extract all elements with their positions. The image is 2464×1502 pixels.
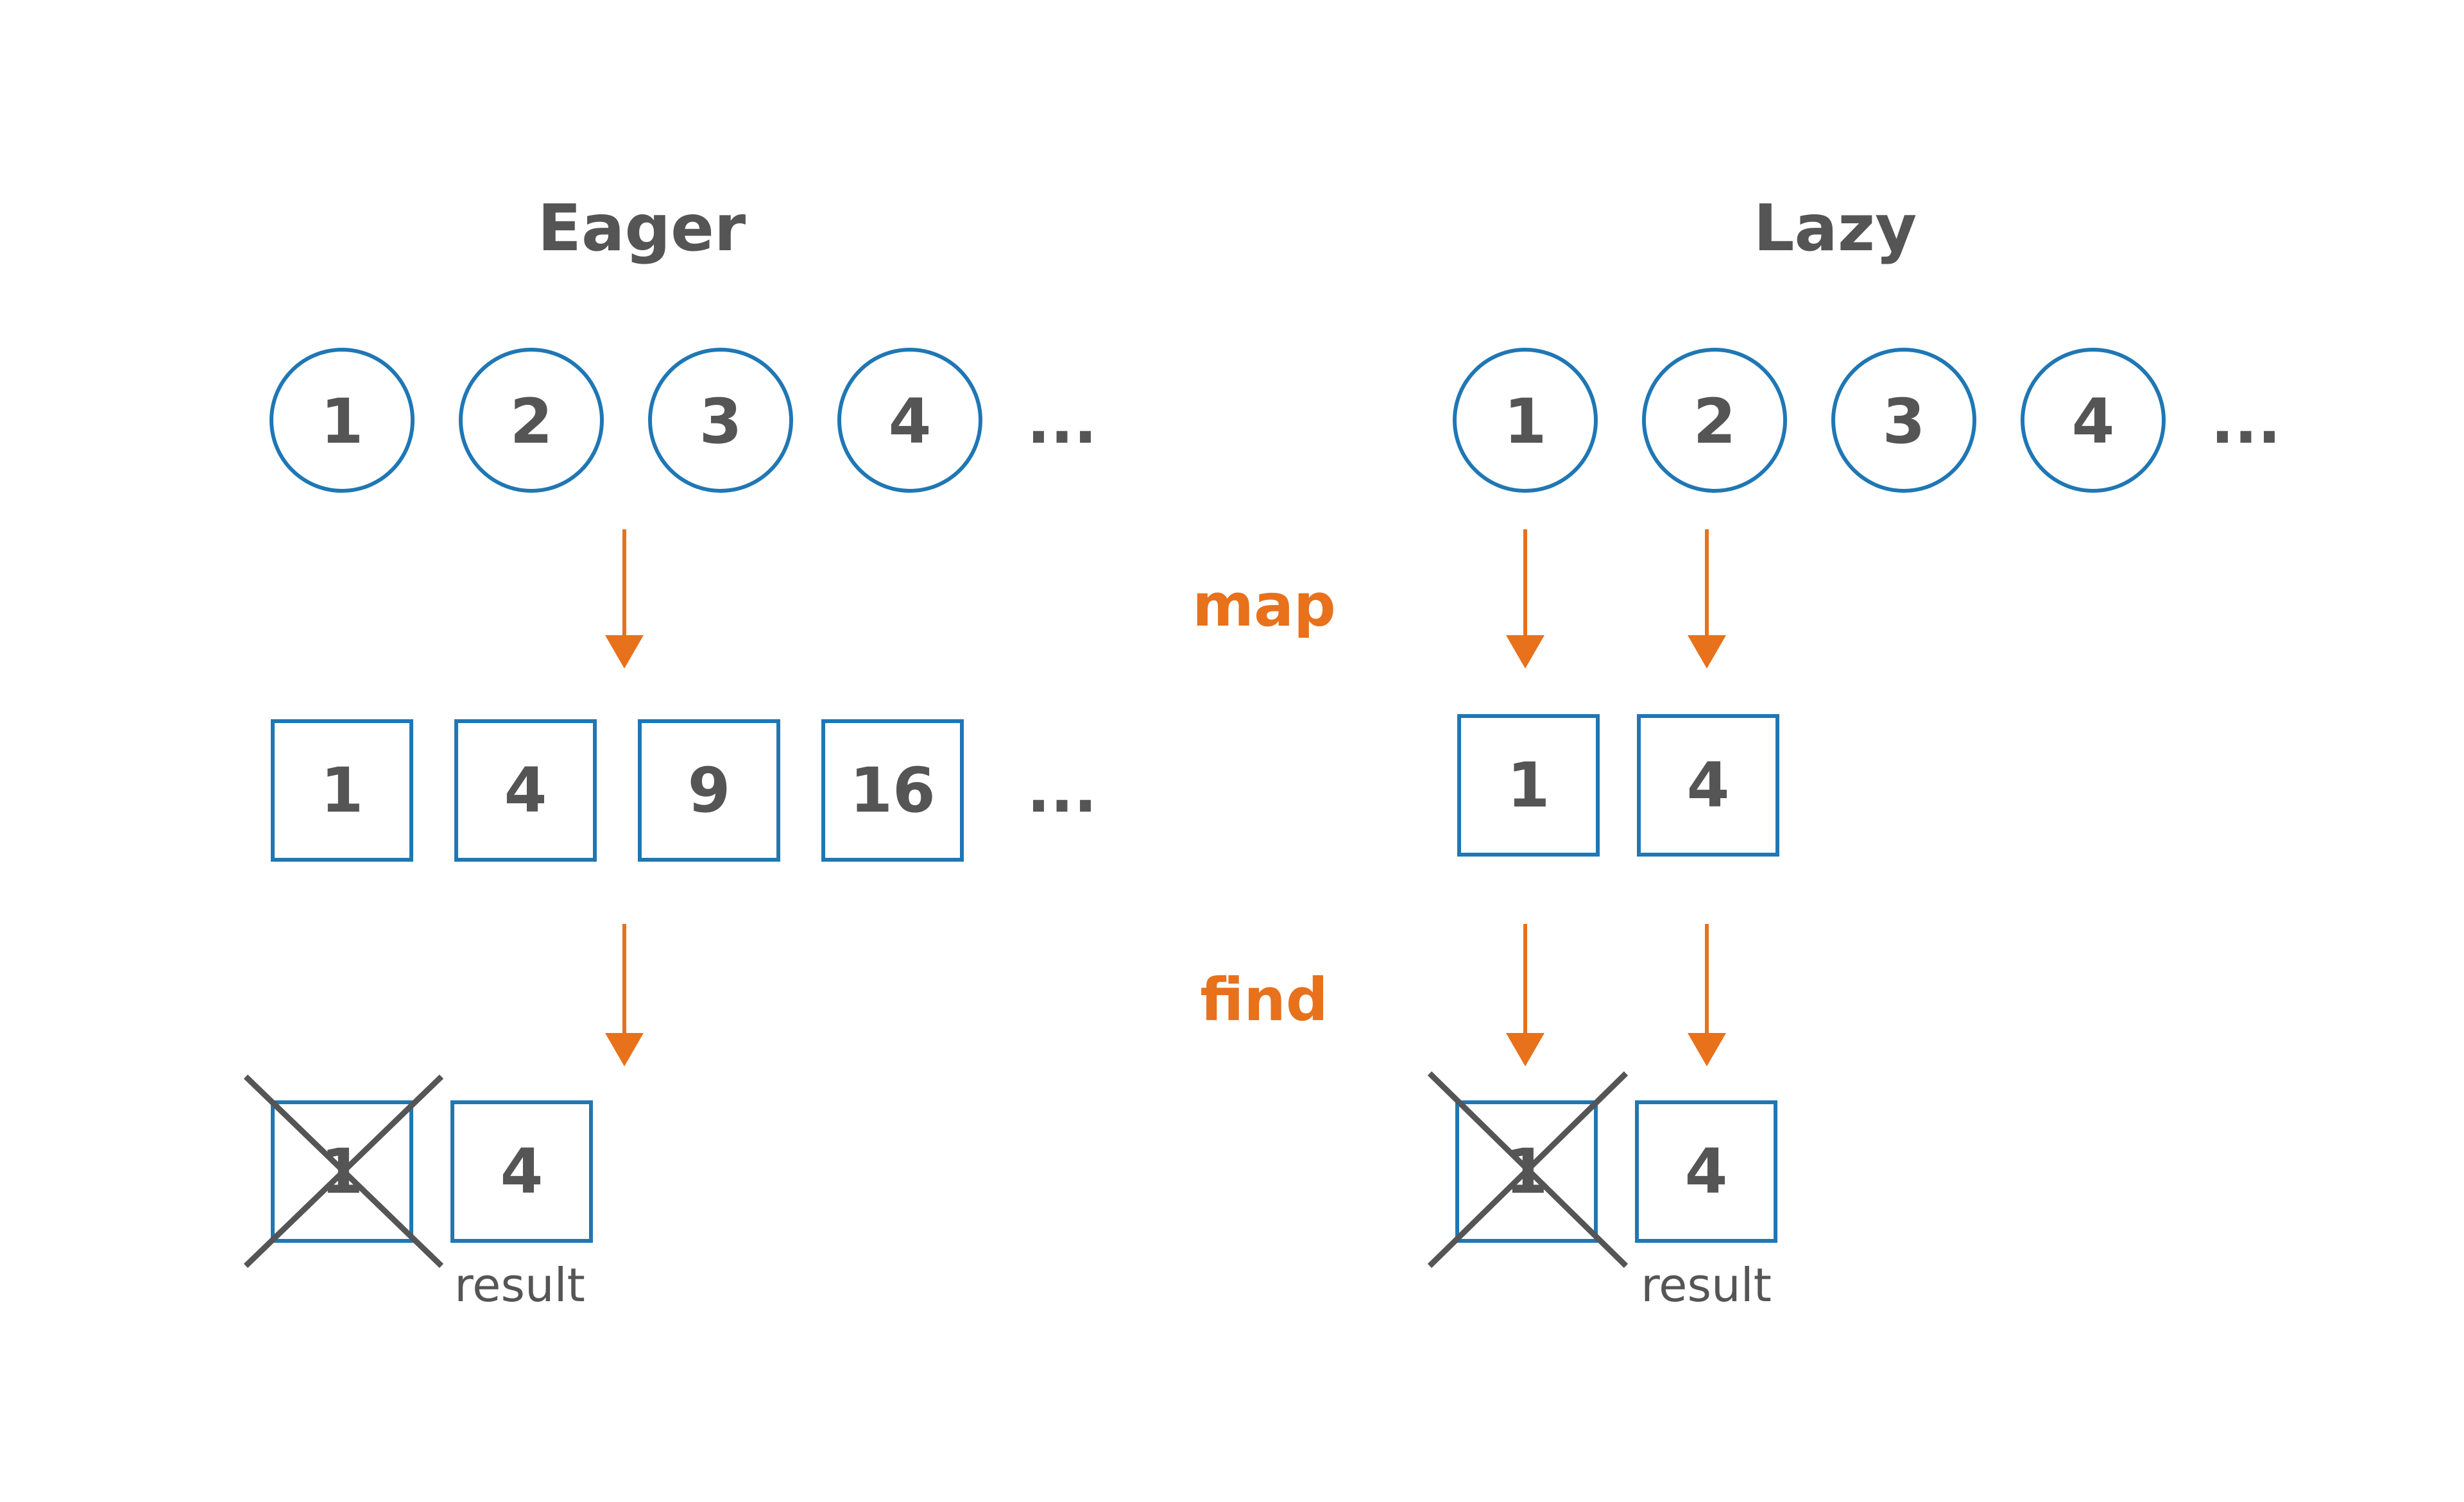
eager-mapped-value: 1 (321, 755, 364, 826)
find-label: find (1200, 966, 1328, 1034)
eager-source-value: 1 (321, 386, 364, 457)
lazy-mapped-row: 1 4 (1457, 714, 1779, 857)
eager-found-item-rejected: 1 (243, 1074, 444, 1268)
lazy-source-item: 2 (1642, 348, 1787, 493)
eager-mapped-item: 16 (821, 719, 964, 862)
cross-icon (243, 1074, 444, 1268)
eager-mapped-value: 4 (504, 755, 547, 826)
lazy-mapped-item: 1 (1457, 714, 1600, 857)
eager-source-value: 4 (889, 386, 932, 457)
lazy-source-item: 4 (2021, 348, 2166, 493)
lazy-source-row: 1 2 3 4 ... (1453, 348, 2281, 493)
eager-mapped-value: 9 (688, 755, 731, 826)
eager-mapped-item: 1 (271, 719, 413, 862)
lazy-found-value: 4 (1685, 1136, 1728, 1208)
lazy-mapped-item: 4 (1637, 714, 1779, 857)
lazy-found-item-rejected: 1 (1427, 1071, 1629, 1268)
eager-source-item: 1 (270, 348, 415, 493)
eager-mapped-row: 1 4 9 16 ... (271, 719, 1097, 862)
lazy-map-arrow (1688, 529, 1726, 669)
eager-source-value: 3 (699, 386, 742, 457)
lazy-found-item-result: 4 (1635, 1100, 1777, 1243)
eager-source-item: 2 (459, 348, 604, 493)
eager-mapped-item: 4 (454, 719, 597, 862)
lazy-found-row: 1 4 result (1427, 1071, 1777, 1312)
lazy-source-value: 2 (1693, 386, 1736, 457)
eager-found-item-result: 4 (450, 1100, 593, 1243)
eager-source-item: 4 (837, 348, 982, 493)
eager-found-value: 4 (501, 1136, 543, 1208)
eager-mapped-item: 9 (638, 719, 780, 862)
lazy-find-arrow (1506, 924, 1544, 1066)
cross-icon (1427, 1071, 1629, 1268)
eager-source-ellipsis: ... (1027, 386, 1097, 457)
lazy-source-value: 1 (1504, 386, 1547, 457)
lazy-mapped-value: 4 (1687, 749, 1730, 821)
eager-find-arrow (605, 924, 644, 1066)
eager-mapped-ellipsis: ... (1027, 755, 1097, 826)
lazy-source-ellipsis: ... (2211, 386, 2280, 457)
eager-map-arrow (605, 529, 644, 669)
lazy-source-value: 4 (2072, 386, 2115, 457)
map-label: map (1192, 571, 1336, 640)
lazy-source-item: 3 (1831, 348, 1976, 493)
eager-source-row: 1 2 3 4 ... (270, 348, 1097, 493)
eager-mapped-value: 16 (850, 755, 936, 826)
eager-source-item: 3 (648, 348, 793, 493)
eager-source-value: 2 (510, 386, 553, 457)
eager-result-label: result (454, 1258, 585, 1312)
lazy-title: Lazy (1754, 191, 1917, 266)
lazy-find-arrow (1688, 924, 1726, 1066)
eager-found-row: 1 4 result (243, 1074, 593, 1312)
lazy-source-value: 3 (1883, 386, 1926, 457)
lazy-result-label: result (1641, 1258, 1772, 1312)
lazy-source-item: 1 (1453, 348, 1598, 493)
eager-title: Eager (538, 191, 746, 266)
lazy-mapped-value: 1 (1507, 749, 1550, 821)
lazy-map-arrow (1506, 529, 1544, 669)
